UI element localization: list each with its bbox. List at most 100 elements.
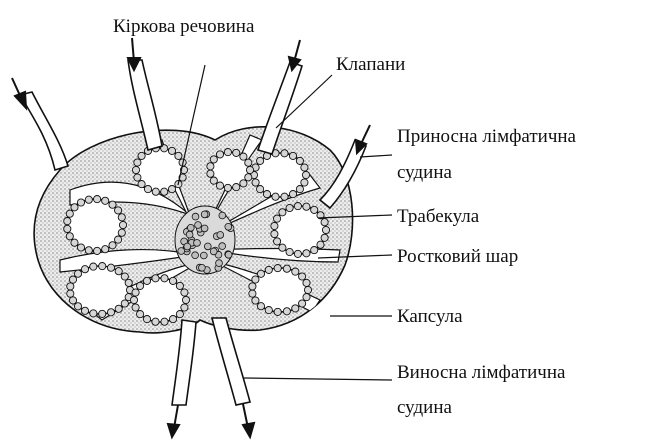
germinal-bead: [152, 188, 159, 195]
germinal-bead: [102, 246, 109, 253]
germinal-bead: [257, 157, 264, 164]
germinal-bead: [161, 275, 168, 282]
germinal-bead: [132, 166, 139, 173]
germinal-bead: [115, 207, 122, 214]
germinal-bead: [233, 184, 240, 191]
germinal-bead: [176, 311, 183, 318]
germinal-bead: [286, 204, 293, 211]
germinal-bead: [283, 308, 290, 315]
medulla-bead: [178, 248, 185, 255]
medulla-bead: [184, 243, 191, 250]
germinal-bead: [64, 218, 71, 225]
germinal-bead: [143, 316, 150, 323]
germinal-bead: [272, 193, 279, 200]
germinal-bead: [317, 241, 324, 248]
germinal-bead: [161, 318, 168, 325]
germinal-bead: [274, 238, 281, 245]
germinal-bead: [74, 270, 81, 277]
label-afferent-line1: Приносна лімфатична: [397, 126, 577, 147]
germinal-bead: [94, 247, 101, 254]
germinal-bead: [279, 209, 286, 216]
germinal-bead: [321, 219, 328, 226]
germinal-bead: [279, 244, 286, 251]
efferent-vessels: [168, 318, 254, 437]
germinal-bead: [210, 177, 217, 184]
germinal-bead: [176, 282, 183, 289]
label-valves: Клапани: [336, 54, 405, 75]
germinal-bead: [246, 166, 253, 173]
medulla-bead: [225, 223, 232, 230]
germinal-bead: [74, 303, 81, 310]
germinal-bead: [311, 247, 318, 254]
germinal-bead: [67, 290, 74, 297]
medulla-bead: [186, 231, 193, 238]
germinal-bead: [99, 263, 106, 270]
medulla-bead: [204, 243, 211, 250]
germinal-bead: [115, 305, 122, 312]
label-efferent-line2: судина: [397, 397, 452, 418]
germinal-bead: [107, 309, 114, 316]
germinal-bead: [296, 186, 303, 193]
germinal-bead: [132, 289, 139, 296]
germinal-bead: [294, 203, 301, 210]
germinal-bead: [81, 266, 88, 273]
germinal-bead: [109, 201, 116, 208]
germinal-bead: [121, 300, 128, 307]
germinal-bead: [132, 304, 139, 311]
germinal-bead: [81, 307, 88, 314]
germinal-bead: [181, 289, 188, 296]
germinal-bead: [263, 191, 270, 198]
germinal-bead: [182, 296, 189, 303]
label-germinal-layer: Ростковий шар: [397, 246, 518, 267]
label-capsule: Капсула: [397, 306, 463, 327]
germinal-bead: [257, 303, 264, 310]
medulla-bead: [225, 251, 232, 258]
germinal-bead: [77, 199, 84, 206]
germinal-bead: [245, 174, 252, 181]
germinal-bead: [265, 307, 272, 314]
germinal-bead: [169, 316, 176, 323]
medulla-bead: [210, 248, 217, 255]
germinal-bead: [85, 247, 92, 254]
germinal-bead: [321, 234, 328, 241]
germinal-bead: [90, 310, 97, 317]
germinal-bead: [134, 159, 141, 166]
germinal-bead: [303, 279, 310, 286]
germinal-bead: [274, 265, 281, 272]
germinal-bead: [152, 275, 159, 282]
germinal-bead: [257, 270, 264, 277]
germinal-bead: [138, 152, 145, 159]
germinal-bead: [224, 184, 231, 191]
medulla-bead: [201, 211, 208, 218]
germinal-bead: [99, 310, 106, 317]
germinal-bead: [207, 170, 214, 177]
label-efferent-line1: Виносна лімфатична: [397, 362, 566, 383]
germinal-bead: [115, 268, 122, 275]
lymph-node: [34, 127, 352, 333]
germinal-bead: [85, 196, 92, 203]
germinal-bead: [64, 225, 71, 232]
germinal-bead: [115, 236, 122, 243]
germinal-bead: [77, 244, 84, 251]
germinal-bead: [281, 193, 288, 200]
germinal-bead: [216, 151, 223, 158]
germinal-bead: [118, 229, 125, 236]
germinal-bead: [216, 182, 223, 189]
germinal-bead: [271, 230, 278, 237]
germinal-bead: [168, 147, 175, 154]
germinal-bead: [299, 300, 306, 307]
germinal-bead: [301, 164, 308, 171]
germinal-bead: [137, 311, 144, 318]
label-trabecula: Трабекула: [397, 206, 480, 227]
germinal-bead: [301, 179, 308, 186]
germinal-bead: [181, 304, 188, 311]
medulla-bead: [192, 252, 199, 259]
germinal-bead: [94, 196, 101, 203]
medulla-bead: [200, 252, 207, 259]
germinal-bead: [152, 318, 159, 325]
germinal-bead: [283, 265, 290, 272]
medulla-bead: [216, 260, 223, 267]
germinal-bead: [71, 239, 78, 246]
efferent-arrows: [168, 404, 254, 437]
germinal-bead: [233, 149, 240, 156]
